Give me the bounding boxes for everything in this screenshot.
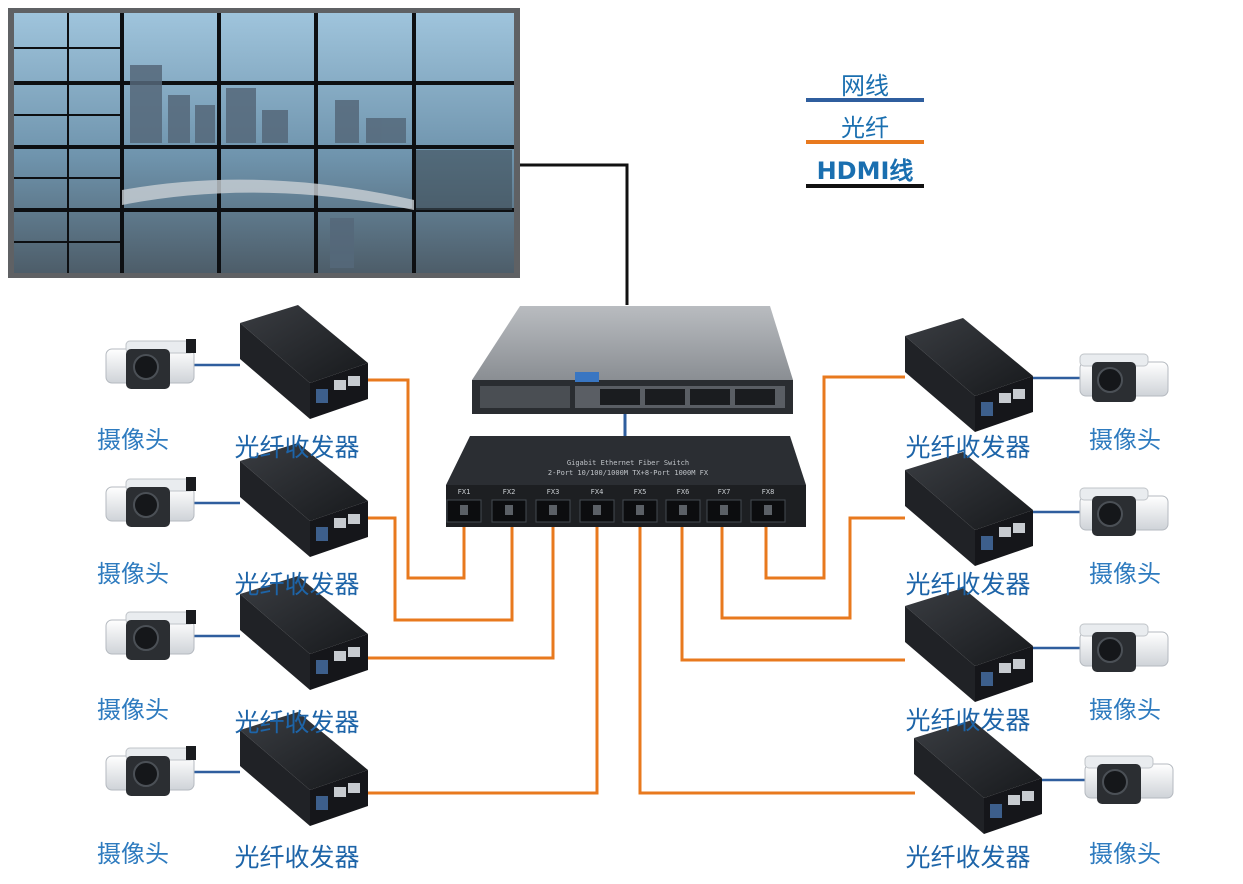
- hdmi-cable: [520, 163, 629, 305]
- fiber-right-1: [764, 375, 905, 580]
- fiber-cables: [368, 375, 915, 795]
- fiber-right-2: [720, 516, 905, 620]
- fiber-left-3: [368, 527, 555, 660]
- converter-label-left-1: 光纤收发器: [234, 433, 360, 462]
- legend-line-network-cable: [806, 98, 924, 102]
- switch-port-7: FX7: [706, 488, 742, 523]
- converter-label-right-4: 光纤收发器: [905, 843, 1031, 872]
- video-wall: [8, 8, 520, 278]
- switch-port-label: FX8: [762, 488, 775, 496]
- switch-port-4: FX4: [579, 488, 615, 523]
- fiber-switch: Gigabit Ethernet Fiber Switch 2-Port 10/…: [446, 436, 806, 527]
- switch-ports: FX1 FX2 FX3 FX4 FX5 FX6 FX7 FX8: [446, 488, 786, 523]
- converter-left-4: [240, 712, 368, 826]
- fiber-right-4: [638, 527, 915, 795]
- switch-title: Gigabit Ethernet Fiber Switch: [567, 459, 689, 467]
- camera-left-1: [105, 339, 196, 389]
- camera-label-right-3: 摄像头: [1089, 696, 1161, 724]
- converter-label-left-3: 光纤收发器: [234, 708, 360, 737]
- switch-port-label: FX1: [458, 488, 471, 496]
- camera-right-1: [1079, 353, 1169, 402]
- converter-left-2: [240, 443, 368, 557]
- converter-label-right-3: 光纤收发器: [905, 706, 1031, 735]
- server-nvr: [472, 306, 793, 414]
- switch-port-label: FX4: [591, 488, 604, 496]
- camera-right-4: [1084, 755, 1174, 804]
- legend-label-hdmi: HDMI线: [816, 157, 914, 185]
- legend-label-fiber: 光纤: [841, 114, 889, 142]
- network-cables: [192, 363, 1085, 782]
- camera-left-4: [105, 746, 196, 796]
- converter-label-right-1: 光纤收发器: [905, 433, 1031, 462]
- converter-label-left-2: 光纤收发器: [234, 570, 360, 599]
- fiber-left-2: [368, 516, 514, 622]
- camera-right-3: [1079, 623, 1169, 672]
- converter-right-1: [905, 318, 1033, 432]
- switch-port-5: FX5: [622, 488, 658, 523]
- city-skyline: [130, 65, 406, 268]
- converter-right-2: [905, 452, 1033, 566]
- camera-label-right-4: 摄像头: [1089, 840, 1161, 868]
- camera-left-3: [105, 610, 196, 660]
- legend-line-hdmi: [806, 184, 924, 188]
- camera-label-left-2: 摄像头: [97, 560, 169, 588]
- converter-right-4: [914, 720, 1042, 834]
- fiber-left-1: [368, 378, 466, 580]
- converter-left-1: [240, 305, 368, 419]
- switch-port-8: FX8: [750, 488, 786, 523]
- switch-port-label: FX3: [547, 488, 560, 496]
- camera-label-left-1: 摄像头: [97, 426, 169, 454]
- converter-left-3: [240, 576, 368, 690]
- switch-port-label: FX7: [718, 488, 731, 496]
- camera-right-2: [1079, 487, 1169, 536]
- switch-subtitle: 2-Port 10/100/1000M TX+8-Port 1000M FX: [548, 469, 709, 477]
- legend-label-network-cable: 网线: [841, 72, 889, 100]
- fiber-left-4: [368, 527, 599, 795]
- switch-port-3: FX3: [535, 488, 571, 523]
- converter-label-left-4: 光纤收发器: [234, 843, 360, 872]
- fiber-right-3: [680, 527, 905, 662]
- switch-port-1: FX1: [446, 488, 482, 523]
- switch-port-label: FX2: [503, 488, 516, 496]
- switch-port-6: FX6: [665, 488, 701, 523]
- legend-line-fiber: [806, 140, 924, 144]
- camera-label-left-4: 摄像头: [97, 840, 169, 868]
- switch-port-label: FX6: [677, 488, 690, 496]
- camera-label-right-1: 摄像头: [1089, 426, 1161, 454]
- highway: [122, 179, 414, 210]
- edge-devices: [105, 305, 1174, 834]
- converter-label-right-2: 光纤收发器: [905, 570, 1031, 599]
- camera-left-2: [105, 477, 196, 527]
- camera-label-left-3: 摄像头: [97, 696, 169, 724]
- converter-right-3: [905, 588, 1033, 702]
- camera-label-right-2: 摄像头: [1089, 560, 1161, 588]
- switch-port-label: FX5: [634, 488, 647, 496]
- switch-port-2: FX2: [491, 488, 527, 523]
